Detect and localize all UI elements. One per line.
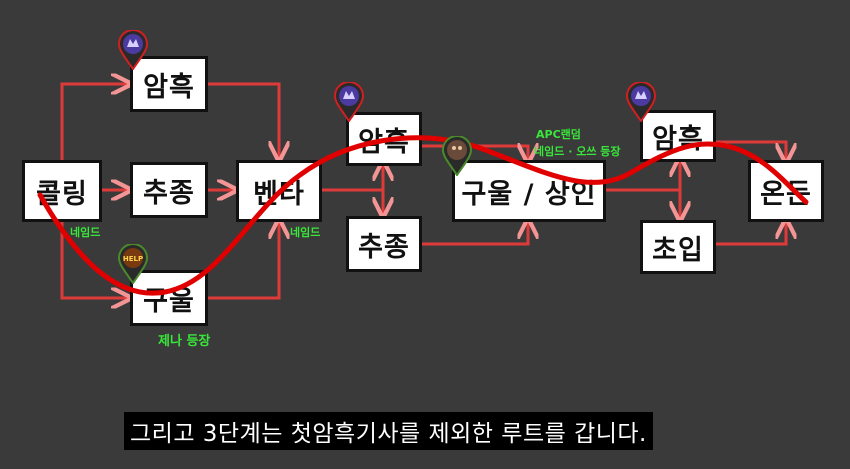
edge-kolling-amheuk1 bbox=[60, 84, 128, 160]
annotation-named-os: 네임드 · 오쓰 등장 bbox=[534, 145, 621, 158]
dark-knight-marker-icon bbox=[118, 30, 148, 70]
node-kolling: 콜링 bbox=[22, 160, 102, 222]
dark-knight-marker-icon bbox=[334, 82, 364, 122]
node-gubool-sangin: 구울 / 상인 bbox=[452, 160, 606, 222]
edge-gubool1-benta bbox=[208, 222, 279, 300]
edge-chujong2-gubool bbox=[420, 222, 528, 246]
node-chujong-2: 추종 bbox=[346, 216, 422, 272]
annotation-jena: 제나 등장 bbox=[158, 334, 211, 349]
edge-kolling-gubool1 bbox=[60, 222, 128, 298]
help-pin-label: HELP bbox=[123, 255, 143, 263]
help-marker-icon: HELP bbox=[118, 244, 148, 284]
node-amheuk-1: 암흑 bbox=[130, 56, 208, 112]
annotation-named-2: 네임드 bbox=[290, 226, 321, 239]
edge-choip-ondun bbox=[716, 222, 786, 246]
dark-knight-marker-icon bbox=[626, 82, 656, 122]
annotation-named-1: 네임드 bbox=[70, 226, 101, 239]
edge-amheuk3-ondun bbox=[716, 140, 786, 160]
node-chujong-1: 추종 bbox=[130, 162, 208, 218]
node-amheuk-3: 암흑 bbox=[640, 110, 716, 162]
video-subtitle: 그리고 3단계는 첫암흑기사를 제외한 루트를 갑니다. bbox=[124, 412, 653, 450]
ghoul-marker-icon bbox=[442, 136, 472, 176]
node-choip: 초입 bbox=[640, 220, 716, 274]
edge-amheuk1-benta bbox=[208, 82, 279, 158]
annotation-apc-random: APC랜덤 bbox=[536, 128, 581, 141]
route-curve bbox=[37, 135, 809, 296]
